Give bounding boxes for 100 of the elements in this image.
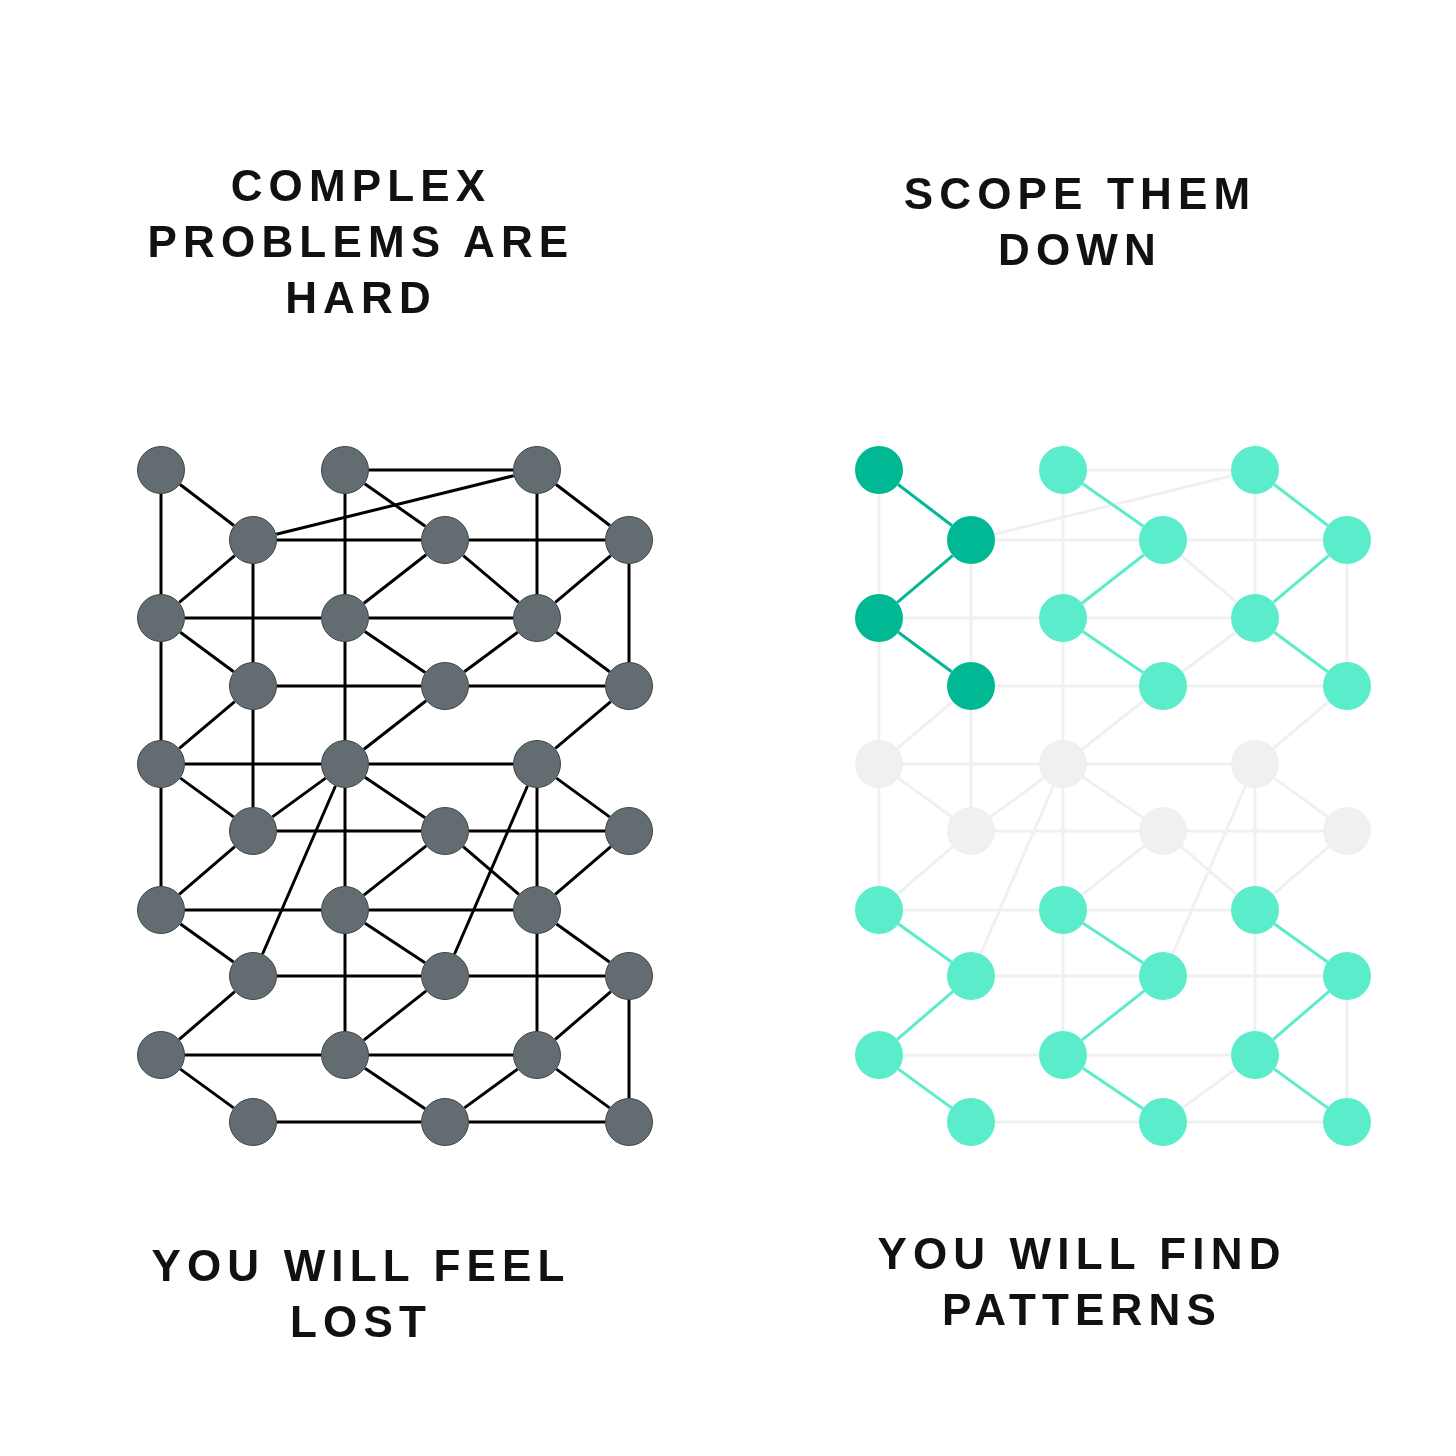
connector-line [185,616,321,620]
connector-line [343,642,347,740]
connector-line [364,776,426,819]
connector-line [897,483,953,527]
connector-line [277,684,421,688]
connector-line [343,494,347,594]
connector-line [343,934,347,1031]
graph-node [137,886,185,934]
connector-line [271,776,327,819]
connector-line [469,974,605,978]
connector-line [469,538,605,542]
connector-line [1273,631,1329,673]
graph-node [421,952,469,1000]
heading-text: COMPLEX PROBLEMS ARE HARD [146,160,576,324]
connector-line [453,785,529,955]
connector-line [535,788,539,886]
connector-line [535,934,539,1031]
connector-line [185,1053,321,1057]
connector-line [251,710,255,807]
graph-node [605,1098,653,1146]
connector-line [178,554,236,604]
connector-line [897,631,953,673]
heading-text: SCOPE THEM DOWN [902,168,1258,276]
graph-node [1323,662,1371,710]
graph-node [1039,886,1087,934]
connector-line [896,990,954,1041]
heading-text: YOU WILL FEEL LOST [150,1240,572,1348]
connector-line [554,700,612,750]
connector-line [369,616,513,620]
connector-line [159,494,163,594]
connector-line [159,788,163,886]
connector-line [179,776,235,819]
connector-line [979,785,1055,955]
graph-node [1323,516,1371,564]
connector-line [896,700,954,750]
graph-node [1231,446,1279,494]
connector-line [1181,631,1237,673]
connector-line [462,554,520,604]
connector-line [463,631,519,673]
connector-line [1081,482,1145,528]
graph-node [137,740,185,788]
connector-line [178,700,236,750]
graph-node [1231,886,1279,934]
graph-node [605,516,653,564]
graph-node [137,1031,185,1079]
connector-line [627,564,631,662]
graph-node [321,886,369,934]
graph-node [137,446,185,494]
graph-node [421,516,469,564]
connector-line [555,483,611,527]
graph-node [1039,1031,1087,1079]
connector-line [1272,845,1330,896]
connector-line [554,990,612,1041]
connector-line [343,788,347,886]
graph-node [605,662,653,710]
connector-line [1081,553,1145,605]
connector-line [277,974,421,978]
graph-node [855,594,903,642]
graph-node [421,1098,469,1146]
connector-line [1273,922,1329,964]
graph-node [1323,1098,1371,1146]
connector-line [1082,630,1144,674]
graph-node [947,1098,995,1146]
connector-line [463,1067,519,1110]
heading-text: YOU WILL FIND PATTERNS [876,1228,1288,1336]
graph-node [513,594,561,642]
connector-line [179,483,235,527]
connector-line [1180,845,1238,896]
graph-node [321,446,369,494]
connector-line [179,922,235,964]
connector-line [1272,554,1330,604]
connector-line [185,762,321,766]
graph-node [1323,952,1371,1000]
graph-node [1139,1098,1187,1146]
connector-line [555,1067,611,1110]
connector-line [554,554,612,604]
connector-line [251,564,255,662]
connector-line [1272,700,1330,750]
connector-line [462,845,520,896]
connector-line [364,921,426,965]
graph-node [321,740,369,788]
connector-line [555,922,611,964]
graph-node [605,952,653,1000]
graph-node [513,446,561,494]
graph-node [1231,1031,1279,1079]
connector-line [897,922,953,964]
connector-line [469,829,605,833]
connector-line [469,1120,605,1124]
connector-line [1080,989,1146,1042]
graph-node [513,1031,561,1079]
connector-line [897,1067,953,1110]
graph-node [855,886,903,934]
connector-line [369,468,513,472]
connector-line [1180,554,1238,604]
connector-line [178,845,236,896]
graph-node [321,594,369,642]
graph-node [1139,662,1187,710]
graph-node [947,662,995,710]
connector-line [369,1053,513,1057]
graph-node [321,1031,369,1079]
